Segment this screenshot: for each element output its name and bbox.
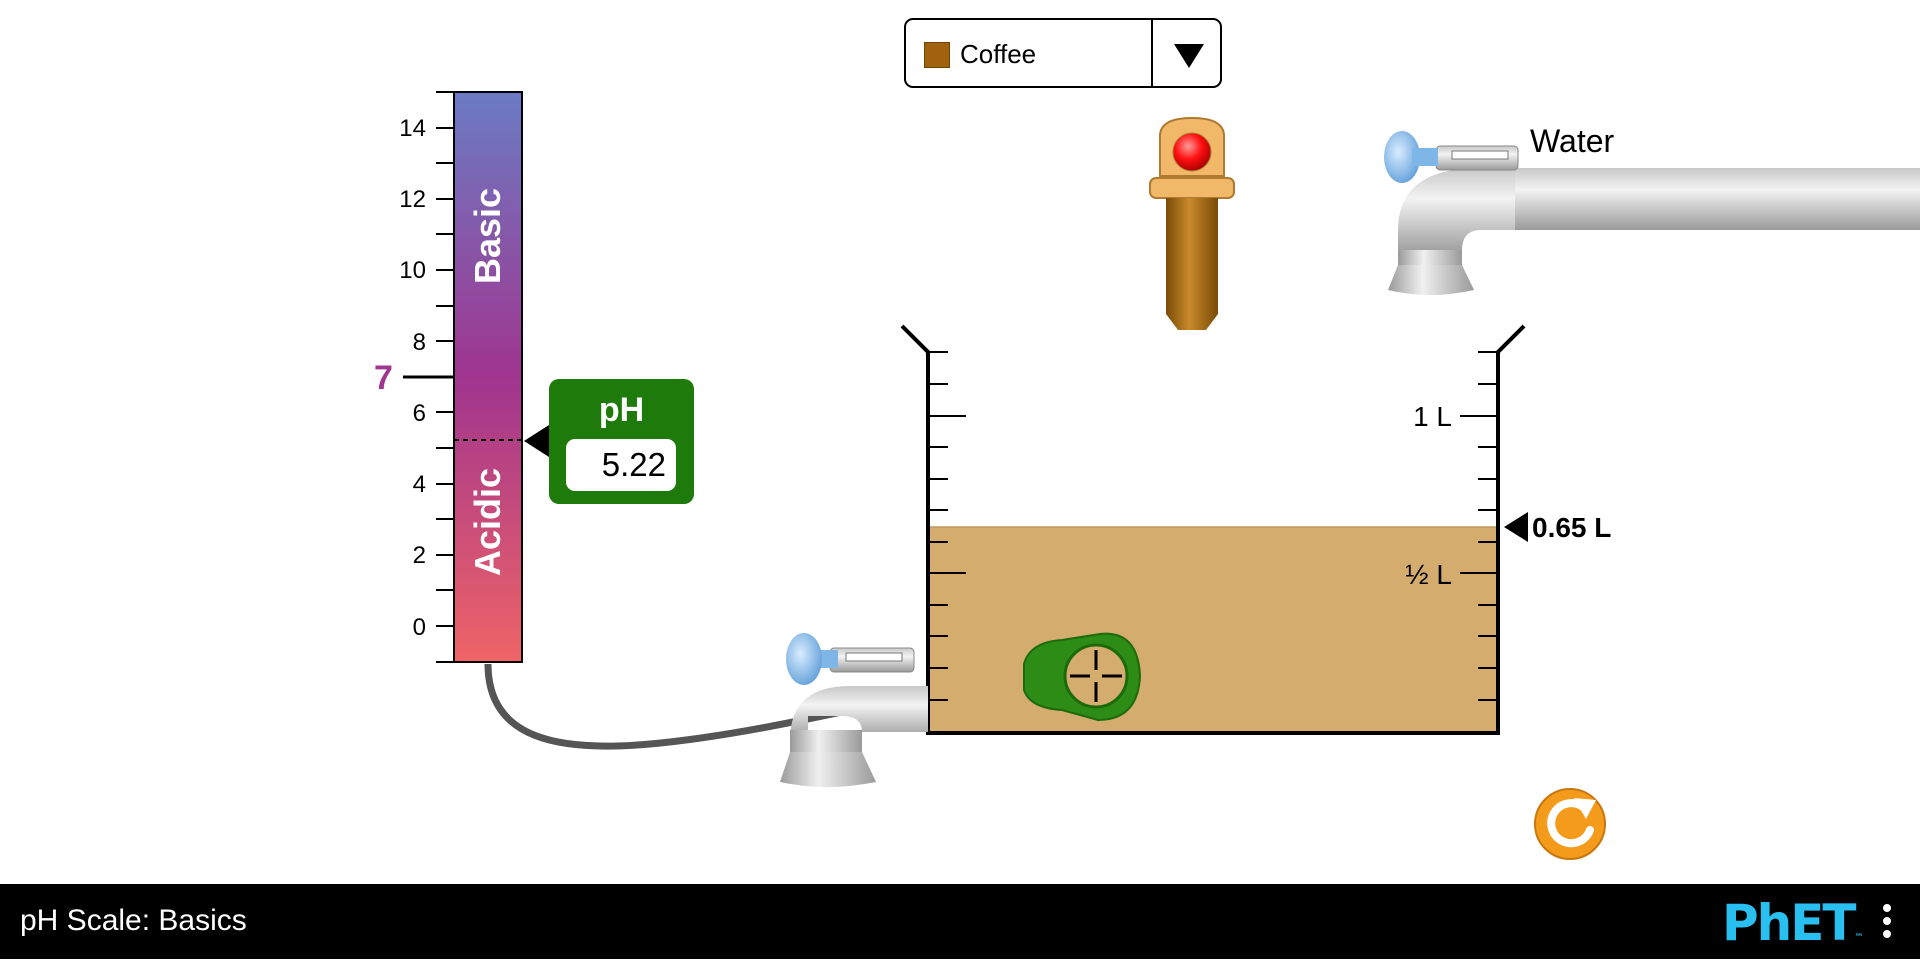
water-faucet-knob[interactable] [1384, 131, 1420, 183]
drain-faucet[interactable] [780, 633, 928, 787]
chevron-down-icon[interactable] [1174, 44, 1204, 68]
solute-color-swatch [924, 42, 950, 68]
ph-neutral-label: 7 [374, 359, 393, 397]
ph-scale-bar [453, 91, 523, 663]
ph-tick-label: 0 [413, 614, 426, 641]
reset-button[interactable] [1534, 788, 1606, 860]
ph-meter[interactable]: pH 5.22 [549, 379, 694, 504]
beaker-label-half-liter: ½ L [1405, 559, 1452, 590]
navigation-bar: pH Scale: Basics PhET™ [0, 884, 1920, 959]
dropper-button[interactable] [1172, 132, 1212, 172]
ph-tick-label: 6 [413, 400, 426, 427]
solute-combo-box[interactable]: Coffee [904, 18, 1222, 88]
play-area: 14 12 10 8 6 4 2 0 7 Basic Acidic Water [374, 91, 1920, 860]
crosshair-icon [1070, 650, 1122, 702]
ph-tick-label: 4 [413, 471, 426, 498]
solute-selected-label: Coffee [960, 39, 1037, 69]
ph-scale: 14 12 10 8 6 4 2 0 7 Basic Acidic [374, 91, 523, 663]
ph-tick-label: 14 [399, 115, 426, 142]
beaker-label-one-liter: 1 L [1413, 401, 1452, 432]
dropper[interactable] [1149, 116, 1235, 330]
ph-tick-label: 2 [413, 542, 426, 569]
ph-tick-label: 10 [399, 257, 426, 284]
app-title: pH Scale: Basics [20, 904, 247, 937]
ph-basic-label: Basic [467, 188, 508, 284]
reset-icon [1547, 798, 1596, 848]
combo-divider [1151, 20, 1153, 86]
beaker-ticks [928, 351, 1498, 701]
ph-acidic-label: Acidic [467, 468, 508, 576]
ph-tick-label: 12 [399, 186, 426, 213]
volume-readout: 0.65 L [1532, 512, 1611, 543]
ph-probe[interactable] [1023, 632, 1142, 722]
ph-scale-ticks [403, 91, 454, 663]
beaker: 1 L ½ L 0.65 L [900, 324, 1611, 735]
ph-meter-value: 5.22 [566, 439, 676, 491]
water-faucet-label: Water [1530, 123, 1615, 159]
phet-logo-text: PhET [1722, 894, 1857, 952]
phet-logo[interactable]: PhET™ [1722, 894, 1864, 952]
water-faucet[interactable] [1384, 131, 1920, 295]
kebab-menu-icon[interactable] [1880, 904, 1894, 944]
volume-indicator-arrow [1504, 512, 1528, 542]
ph-meter-title: pH [598, 391, 645, 429]
ph-tick-label: 8 [413, 329, 426, 356]
beaker-liquid [928, 526, 1498, 732]
drain-faucet-knob[interactable] [786, 633, 822, 685]
ph-meter-pointer [524, 425, 549, 457]
